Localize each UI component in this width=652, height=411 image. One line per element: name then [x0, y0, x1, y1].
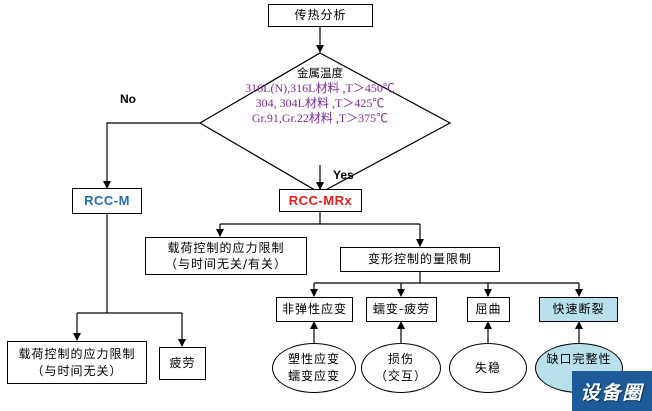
fast-fracture-label: 快速断裂 [552, 302, 605, 317]
inelastic-strain-label: 非弹性应变 [281, 302, 347, 317]
creep-fatigue-label: 蠕变-疲劳 [372, 302, 431, 317]
rcc-m-box: RCC-M [72, 188, 142, 214]
decision-condition-1: 316L(N),316L材料 ,T＞450℃ [245, 81, 395, 95]
instability-label: 失稳 [474, 360, 501, 375]
watermark-logo: 设备圈 [572, 371, 652, 411]
mrx-load-stress-label: 载荷控制的应力限制 （与时间无关/有关） [164, 240, 288, 271]
buckling-label: 屈曲 [475, 302, 502, 317]
damage-ellipse: 损伤 （交互） [361, 343, 441, 393]
mrx-load-stress-box: 载荷控制的应力限制 （与时间无关/有关） [145, 237, 307, 275]
rcc-mrx-label: RCC-MRx [288, 192, 353, 208]
m-load-stress-box: 载荷控制的应力限制 （与时间无关） [7, 341, 147, 384]
fatigue-box: 疲劳 [159, 347, 206, 380]
deformation-limit-box: 变形控制的量限制 [340, 247, 500, 272]
fast-fracture-box: 快速断裂 [539, 297, 618, 322]
deformation-limit-label: 变形控制的量限制 [367, 252, 472, 267]
decision-title: 金属温度 [297, 66, 343, 80]
decision-text: 金属温度 316L(N),316L材料 ,T＞450℃ 304, 304L材料 … [215, 66, 425, 126]
watermark-text: 设备圈 [580, 381, 644, 404]
buckling-box: 屈曲 [467, 297, 510, 322]
no-label: No [120, 92, 136, 106]
heat-transfer-label: 传热分析 [294, 8, 347, 23]
creep-fatigue-box: 蠕变-疲劳 [366, 297, 437, 322]
rcc-mrx-box: RCC-MRx [279, 189, 362, 212]
heat-transfer-analysis-box: 传热分析 [268, 4, 373, 27]
plastic-creep-strain-label: 塑性应变 蠕变应变 [287, 352, 340, 383]
rcc-m-label: RCC-M [84, 193, 130, 209]
yes-label: Yes [333, 168, 354, 182]
damage-label: 损伤 （交互） [374, 352, 427, 383]
decision-condition-2: 304, 304L材料 ,T＞425℃ [255, 96, 385, 110]
fatigue-label: 疲劳 [169, 356, 196, 371]
inelastic-strain-box: 非弹性应变 [276, 297, 353, 322]
plastic-creep-strain-ellipse: 塑性应变 蠕变应变 [272, 343, 356, 393]
decision-condition-3: Gr.91,Gr.22材料 ,T＞375℃ [251, 111, 389, 125]
instability-ellipse: 失稳 [449, 343, 527, 393]
m-load-stress-label: 载荷控制的应力限制 （与时间无关） [18, 347, 136, 378]
